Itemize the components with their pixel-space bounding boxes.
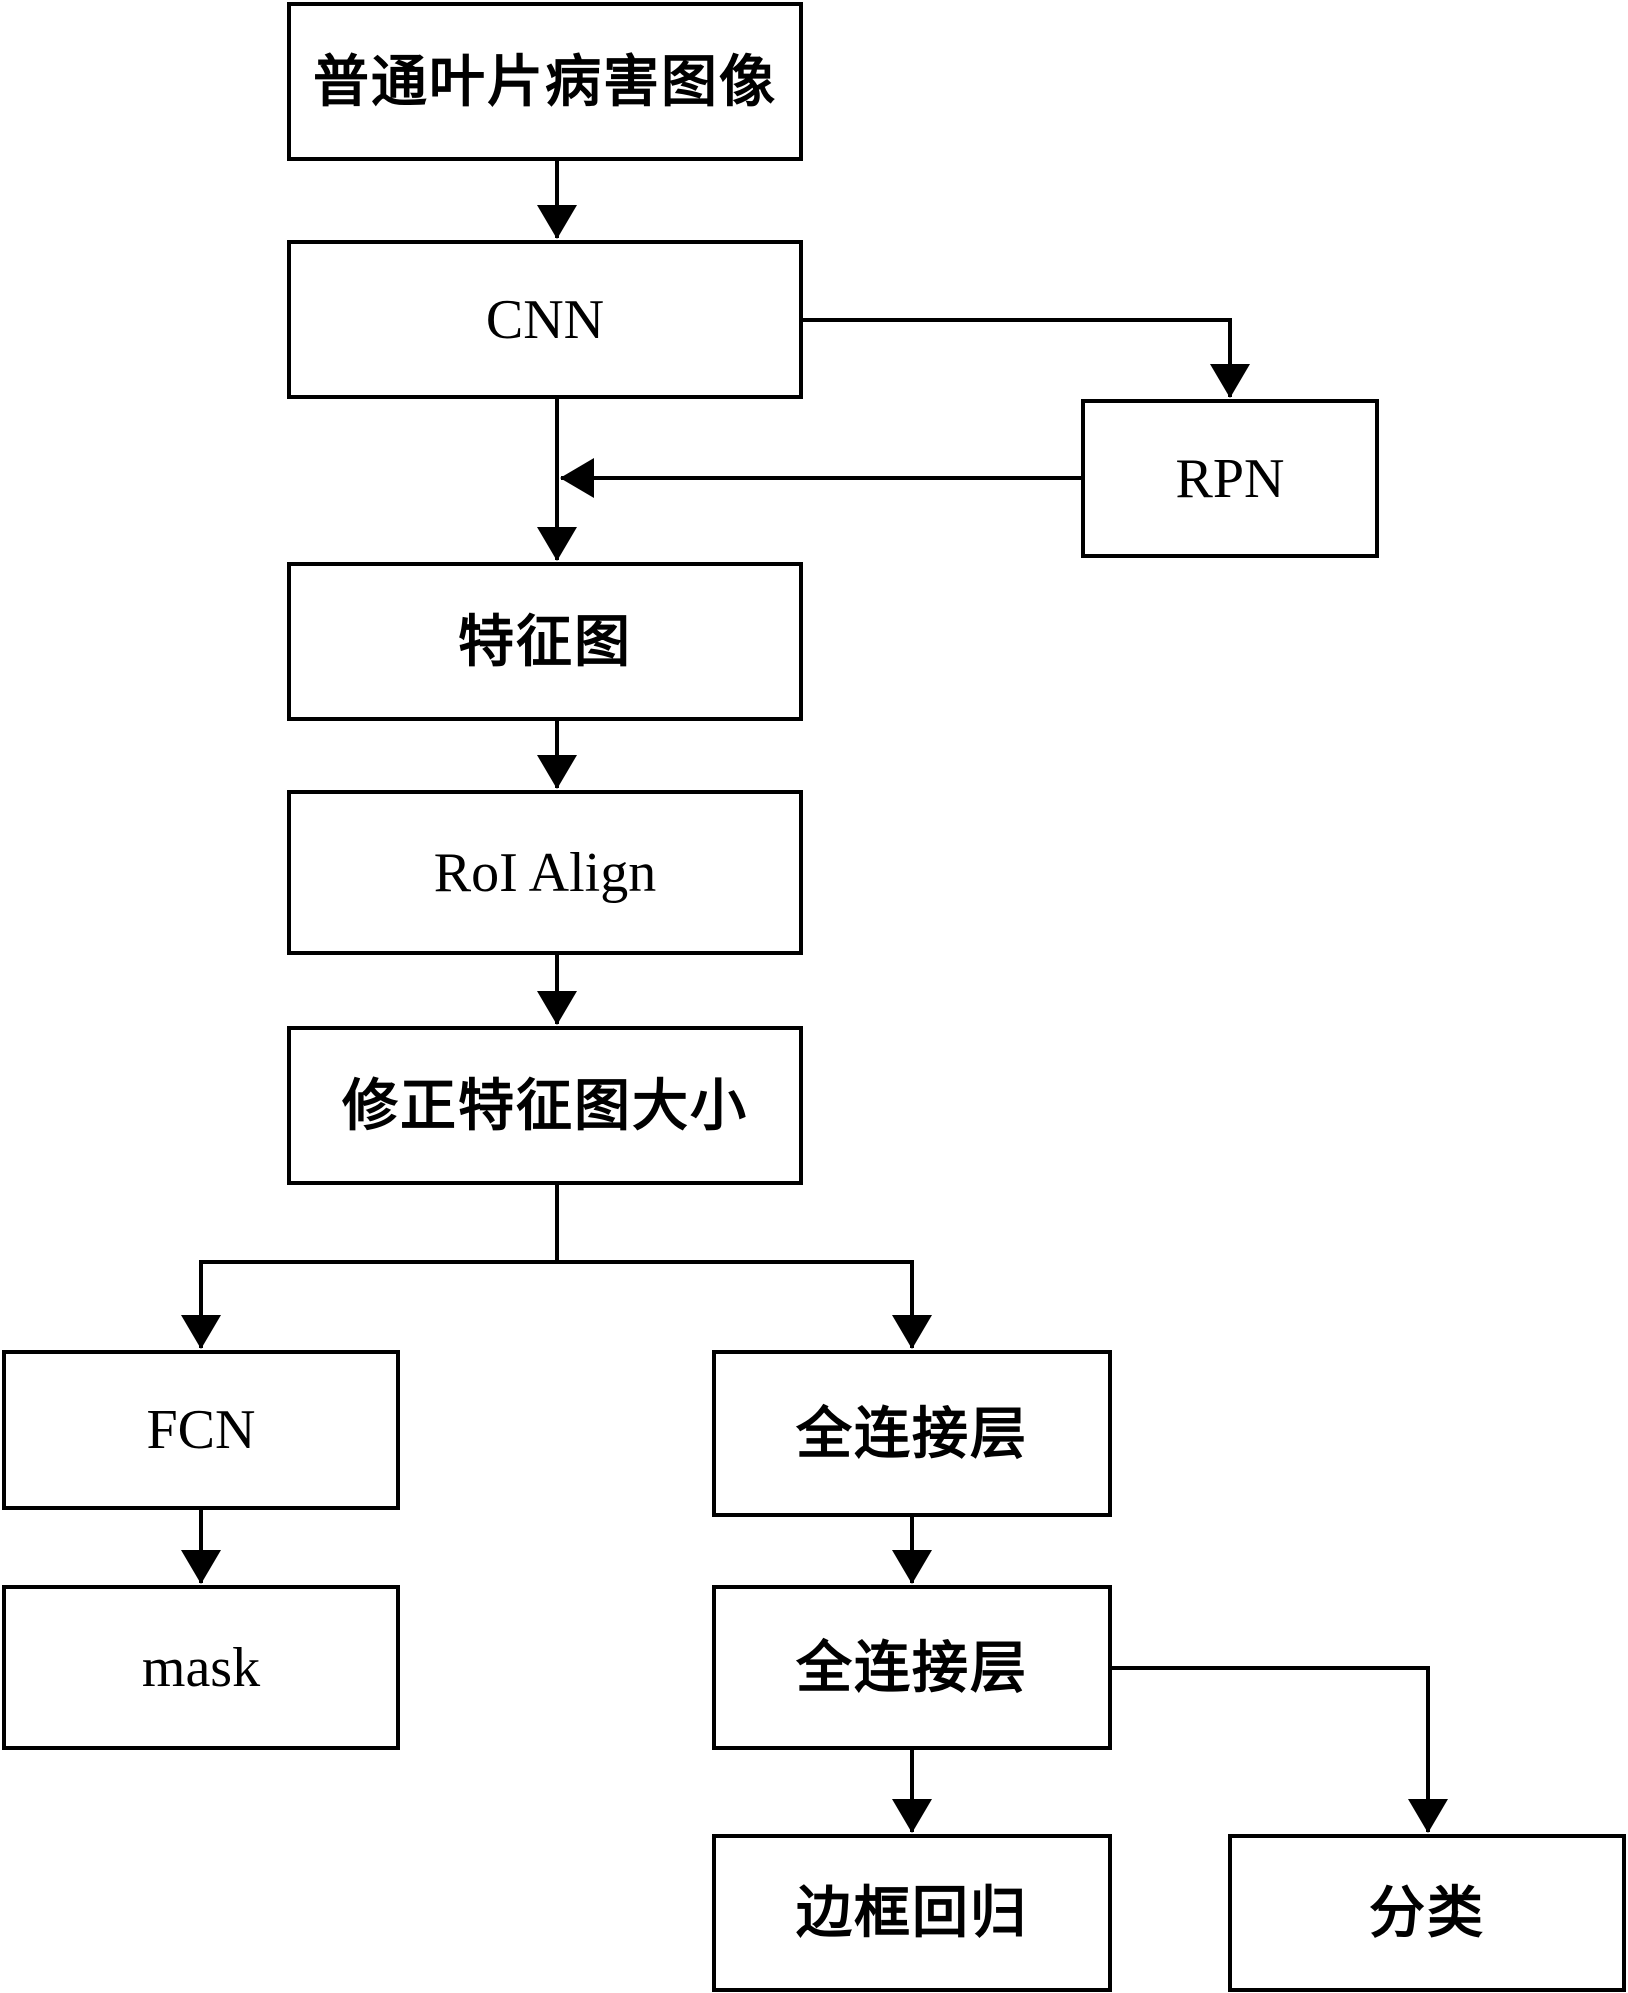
node-fc-layer-1-label: 全连接层 [796,1400,1028,1467]
node-bbox-regression: 边框回归 [712,1834,1112,1992]
node-cnn: CNN [287,240,803,399]
node-roi-align-label: RoI Align [433,841,657,904]
node-feature-map: 特征图 [287,562,803,721]
node-classification-label: 分类 [1369,1880,1485,1946]
node-cnn-label: CNN [485,288,605,351]
node-fc-layer-2: 全连接层 [712,1585,1112,1750]
node-mask-label: mask [141,1636,261,1699]
edge-cnn-to-rpn [802,318,1250,398]
node-resize-feature-map: 修正特征图大小 [287,1026,803,1185]
edge-resize-to-fcn [181,1184,559,1349]
node-input-image: 普通叶片病害图像 [287,2,803,161]
node-feature-map-label: 特征图 [458,608,632,675]
edge-resize-to-fc1 [557,1260,932,1349]
node-mask: mask [2,1585,400,1750]
node-fc-layer-1: 全连接层 [712,1350,1112,1517]
node-roi-align: RoI Align [287,790,803,955]
node-fcn-label: FCN [146,1399,256,1461]
node-input-image-label: 普通叶片病害图像 [313,48,777,115]
node-rpn: RPN [1081,399,1379,558]
node-bbox-regression-label: 边框回归 [796,1880,1028,1946]
node-resize-feature-map-label: 修正特征图大小 [342,1072,748,1139]
node-classification: 分类 [1228,1834,1626,1992]
edge-fc2-to-classify [1112,1666,1448,1833]
node-fc-layer-2-label: 全连接层 [796,1634,1028,1701]
node-fcn: FCN [2,1350,400,1510]
node-rpn-label: RPN [1175,447,1285,510]
